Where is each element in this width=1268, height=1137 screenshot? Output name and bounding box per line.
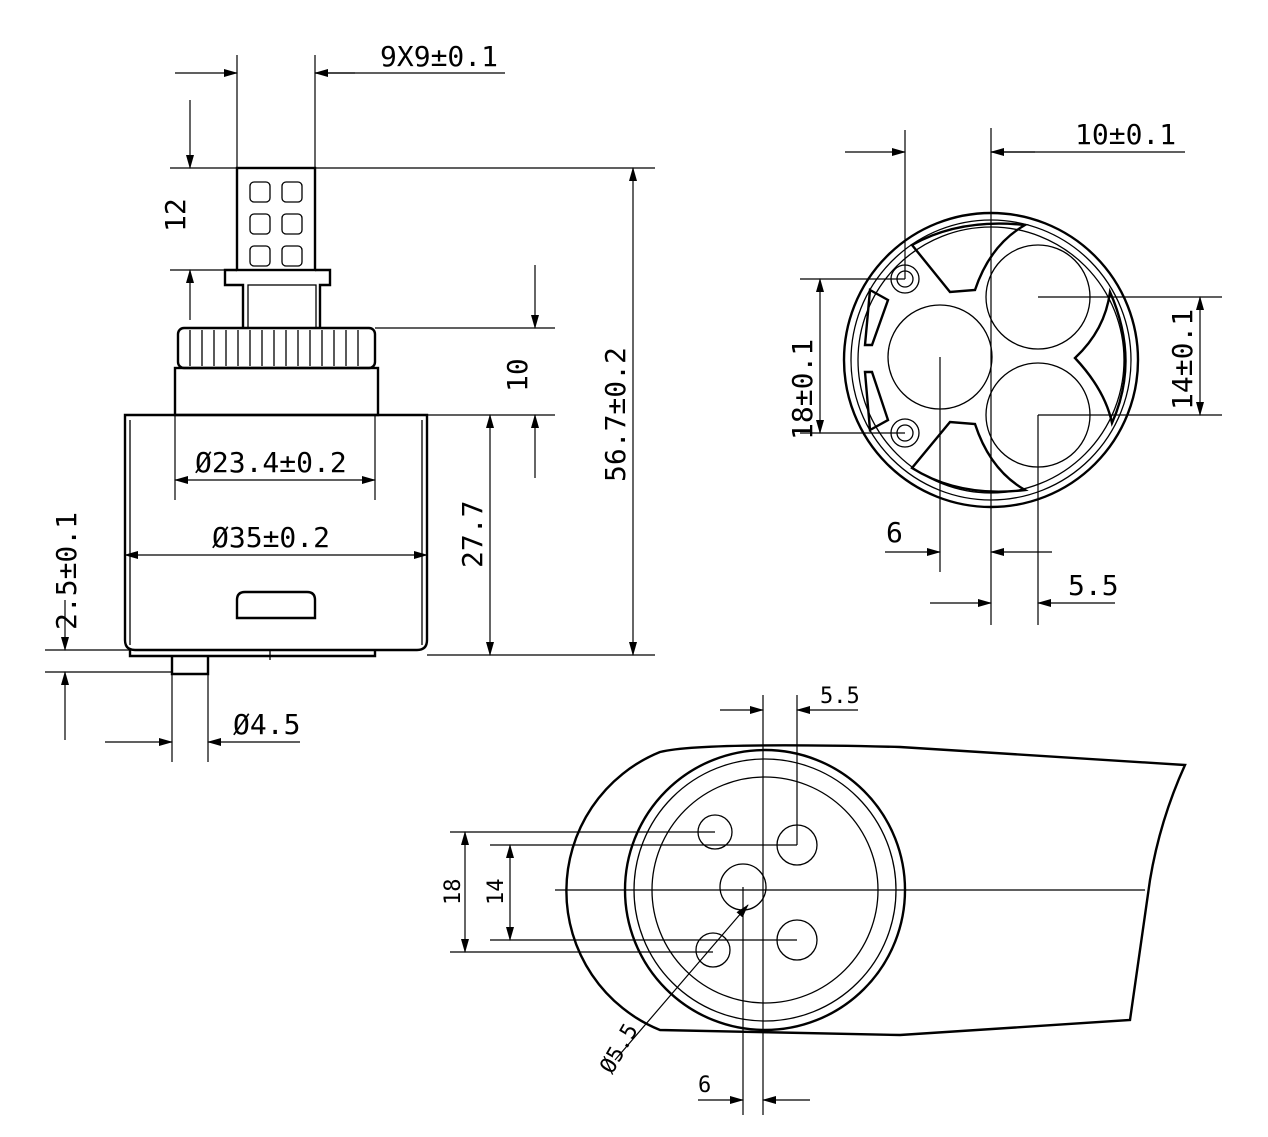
- port-spacing-y-label: 14±0.1: [1166, 309, 1199, 410]
- base-plate: [128, 650, 377, 658]
- pin-diameter-label: Ø4.5: [233, 708, 300, 741]
- mount-outer-ring: [623, 748, 907, 1032]
- offset-5-5-label: 5.5: [1068, 569, 1119, 602]
- main-body: [123, 413, 429, 652]
- knurl-lines: [189, 330, 359, 366]
- body-diameter-label: Ø35±0.2: [212, 521, 330, 554]
- stem: [235, 166, 317, 272]
- mount-spacing-14-label: 14: [484, 879, 509, 906]
- side-view-dimensions: 9X9±0.1 12 10 56.7±0.2 27.7 Ø23.4±0.2 Ø3…: [45, 40, 655, 762]
- handle-outline: [565, 744, 1187, 1037]
- mount-hole: [695, 932, 731, 968]
- mount-offset-bottom-label: 6: [698, 1073, 711, 1098]
- port-spacing-x-label: 10±0.1: [1075, 118, 1176, 151]
- stem-shoulder: [223, 268, 332, 328]
- face-view: 10±0.1 18±0.1 14±0.1 6 5.5: [786, 118, 1222, 625]
- locating-pin: [170, 656, 210, 676]
- stem-size-label: 9X9±0.1: [380, 40, 498, 73]
- recess-right: [1073, 287, 1127, 427]
- recess-bottom: [910, 420, 1029, 493]
- recess-left: [863, 288, 890, 432]
- collar-height-label: 10: [501, 358, 534, 392]
- recess-top: [910, 222, 1029, 294]
- upper-body: [173, 366, 380, 417]
- body-height-label: 27.7: [456, 501, 489, 568]
- stem-neck: [247, 284, 317, 329]
- body-slot: [235, 590, 317, 620]
- mount-hole-diameter-label: Ø5.5: [596, 1020, 644, 1078]
- boss-spacing-label: 18±0.1: [786, 339, 819, 440]
- mount-offset-top-label: 5.5: [820, 684, 860, 709]
- mount-spacing-18-label: 18: [441, 879, 466, 906]
- base-offset-label: 2.5±0.1: [50, 512, 83, 630]
- collar-diameter-label: Ø23.4±0.2: [195, 446, 347, 479]
- offset-6-label: 6: [886, 516, 903, 549]
- stem-grid: [249, 181, 303, 267]
- body-edge-lines: [129, 420, 423, 645]
- overall-height-label: 56.7±0.2: [599, 347, 632, 482]
- mount-view: 5.5 18 14 Ø5.5 6: [441, 684, 1187, 1115]
- stem-height-label: 12: [159, 198, 192, 232]
- side-view: [123, 166, 429, 676]
